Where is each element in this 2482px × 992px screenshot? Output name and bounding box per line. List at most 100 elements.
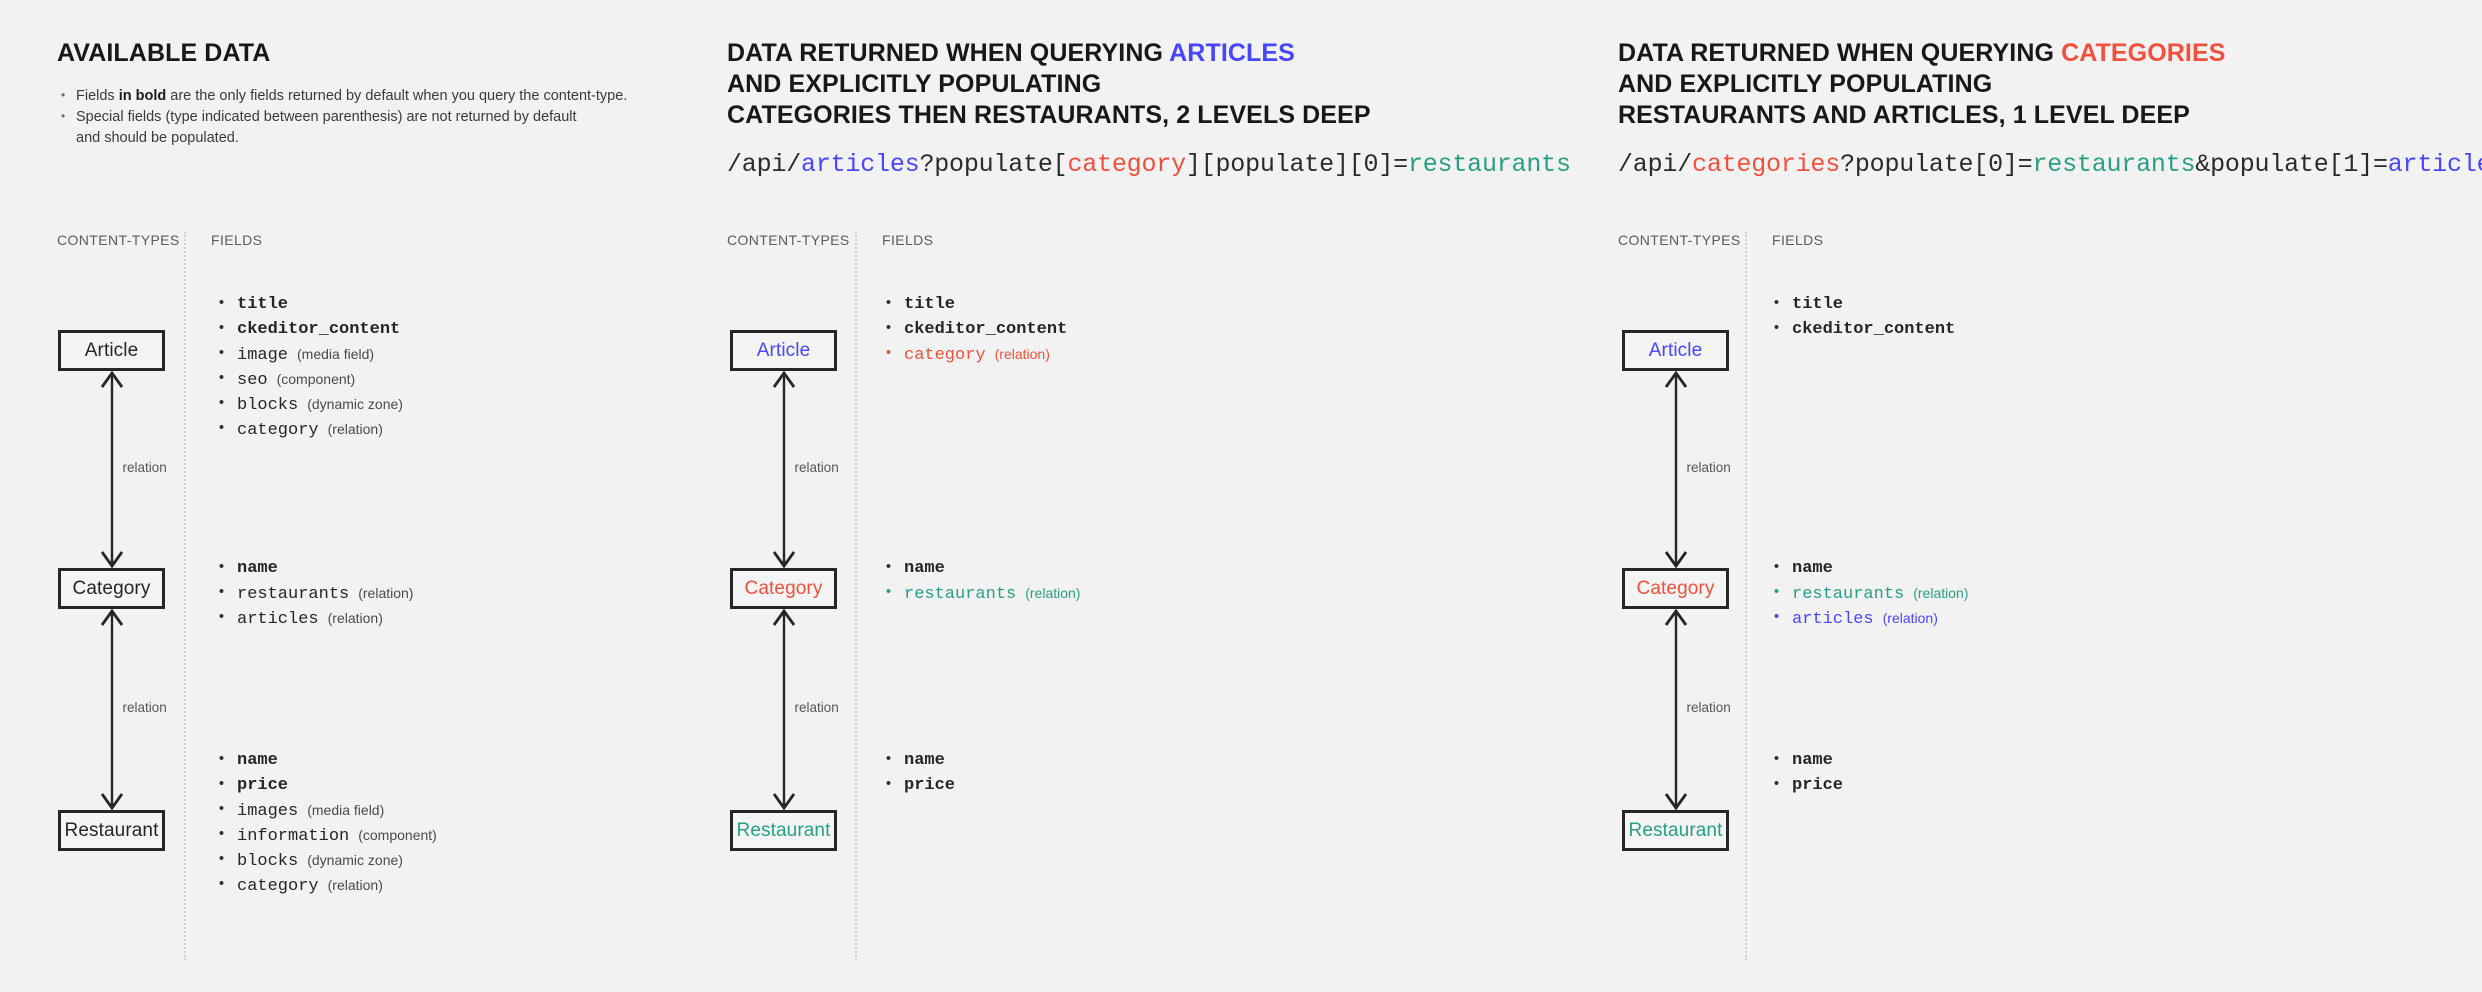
field-row: information(component)	[213, 822, 437, 848]
field-row: name	[880, 555, 1080, 581]
field-name: category	[237, 877, 319, 896]
field-type: (relation)	[994, 346, 1050, 362]
field-row: images (media field)	[213, 797, 437, 823]
field-name: articles	[1792, 610, 1874, 629]
api-url-query-categories: /api/categories?populate[0]=restaurants&…	[1618, 150, 2482, 179]
field-row: restaurants(relation)	[880, 580, 1081, 606]
field-name: restaurants	[237, 585, 350, 604]
content-type-box-article[interactable]: Article	[58, 330, 165, 371]
content-type-box-restaurant[interactable]: Restaurant	[58, 810, 165, 851]
field-type: (relation)	[1025, 585, 1081, 601]
content-type-box-article[interactable]: Article	[1622, 330, 1729, 371]
field-name: image	[237, 346, 289, 365]
content-type-label: Category	[1636, 577, 1715, 599]
content-type-label: Category	[744, 577, 823, 599]
field-group: title ckeditor_content	[1768, 291, 1956, 342]
panel-notes: Fields in bold are the only fields retur…	[59, 85, 627, 149]
field-type: (media field)	[297, 346, 375, 362]
title-segment: DATA RETURNED WHEN QUERYING	[1618, 39, 2062, 67]
field-type: (component)	[358, 827, 437, 843]
api-segment: ?populate[0]=	[1840, 150, 2033, 179]
field-row: category(relation)	[213, 872, 437, 898]
note-item: Special fields (type indicated between p…	[59, 106, 627, 128]
title-segment: CATEGORIES THEN RESTAURANTS, 2 LEVELS DE…	[727, 101, 1371, 129]
relation-arrow	[100, 609, 123, 810]
caption-content-types: CONTENT-TYPES	[57, 232, 180, 248]
field-name: category	[237, 421, 319, 440]
content-type-box-category[interactable]: Category	[58, 568, 165, 609]
field-row: title	[1768, 291, 1955, 317]
field-type: (relation)	[1882, 610, 1938, 626]
api-segment: restaurants	[2032, 150, 2196, 179]
field-type: (media field)	[307, 802, 385, 818]
panel-heading-available-data: AVAILABLE DATA	[57, 38, 874, 69]
content-type-box-category[interactable]: Category	[730, 568, 837, 609]
field-name: title	[904, 295, 956, 314]
api-segment: ?populate[	[919, 150, 1068, 179]
api-segment: /api/	[727, 150, 802, 179]
field-name: ckeditor_content	[1792, 320, 1956, 339]
content-type-box-restaurant[interactable]: Restaurant	[1622, 810, 1729, 851]
field-row: articles(relation)	[213, 605, 413, 631]
field-group: namerestaurants(relation)articles(relati…	[1768, 555, 1968, 631]
field-name: blocks	[237, 396, 299, 415]
field-name: name	[237, 559, 278, 578]
field-group: titleckeditor_contentcategory(relation)	[880, 291, 1067, 367]
api-url-query-articles: /api/articles?populate[category][populat…	[727, 150, 1571, 179]
title-segment: AVAILABLE DATA	[57, 39, 271, 67]
content-type-label: Restaurant	[64, 819, 159, 841]
field-row: seo(component)	[213, 366, 403, 392]
relation-arrow	[1664, 371, 1687, 568]
field-row: blocks(dynamic zone)	[213, 847, 437, 873]
field-name: category	[904, 346, 986, 365]
field-row: title	[213, 291, 403, 317]
caption-fields: FIELDS	[211, 232, 263, 248]
content-type-label: Restaurant	[1628, 819, 1723, 841]
panel-title-line: AND EXPLICITLY POPULATING	[1618, 69, 2470, 100]
title-segment: ARTICLES	[1169, 39, 1295, 67]
field-row: ckeditor_content	[213, 316, 403, 342]
field-name: name	[904, 559, 945, 578]
relation-arrow	[772, 371, 795, 568]
field-name: name	[237, 751, 278, 770]
field-row: restaurants(relation)	[1768, 580, 1968, 606]
field-row: image (media field)	[213, 341, 403, 367]
content-type-box-article[interactable]: Article	[730, 330, 837, 371]
panel-title-line: DATA RETURNED WHEN QUERYING ARTICLES	[727, 38, 1547, 69]
field-row: articles (relation)	[1768, 605, 1968, 631]
caption-fields: FIELDS	[882, 232, 934, 248]
field-group: nameprice	[1768, 747, 1844, 798]
api-segment: articles	[801, 150, 920, 179]
field-group: title ckeditor_contentimage (media field) s…	[213, 291, 403, 442]
field-name: price	[1792, 776, 1844, 795]
field-row: price	[1768, 772, 1844, 798]
title-segment: DATA RETURNED WHEN QUERYING	[727, 39, 1170, 67]
field-row: ckeditor_content	[1768, 316, 1956, 342]
api-segment: /api/	[1618, 150, 1693, 179]
field-name: images	[237, 802, 299, 821]
field-row: title	[880, 291, 1067, 317]
field-name: articles	[237, 610, 319, 629]
content-type-label: Restaurant	[736, 819, 831, 841]
api-segment: articles	[2387, 150, 2482, 179]
api-segment: ][populate][0]=	[1185, 150, 1408, 179]
api-segment: restaurants	[1407, 150, 1571, 179]
field-name: title	[1792, 295, 1844, 314]
caption-fields: FIELDS	[1772, 232, 1824, 248]
relation-arrow	[100, 371, 123, 568]
caption-content-types: CONTENT-TYPES	[1618, 232, 1741, 248]
field-group: name restaurants (relation) articles(relati…	[213, 555, 414, 631]
field-name: title	[237, 295, 289, 314]
content-type-box-restaurant[interactable]: Restaurant	[730, 810, 837, 851]
panel-title-line: AVAILABLE DATA	[57, 38, 874, 69]
content-type-box-category[interactable]: Category	[1622, 568, 1729, 609]
relation-label: relation	[117, 699, 172, 715]
caption-content-types: CONTENT-TYPES	[727, 232, 850, 248]
content-type-label: Article	[756, 339, 811, 361]
field-row: price	[213, 772, 437, 798]
field-type: (relation)	[358, 585, 414, 601]
title-segment: AND EXPLICITLY POPULATING	[1618, 70, 1993, 98]
relation-label: relation	[1681, 699, 1736, 715]
